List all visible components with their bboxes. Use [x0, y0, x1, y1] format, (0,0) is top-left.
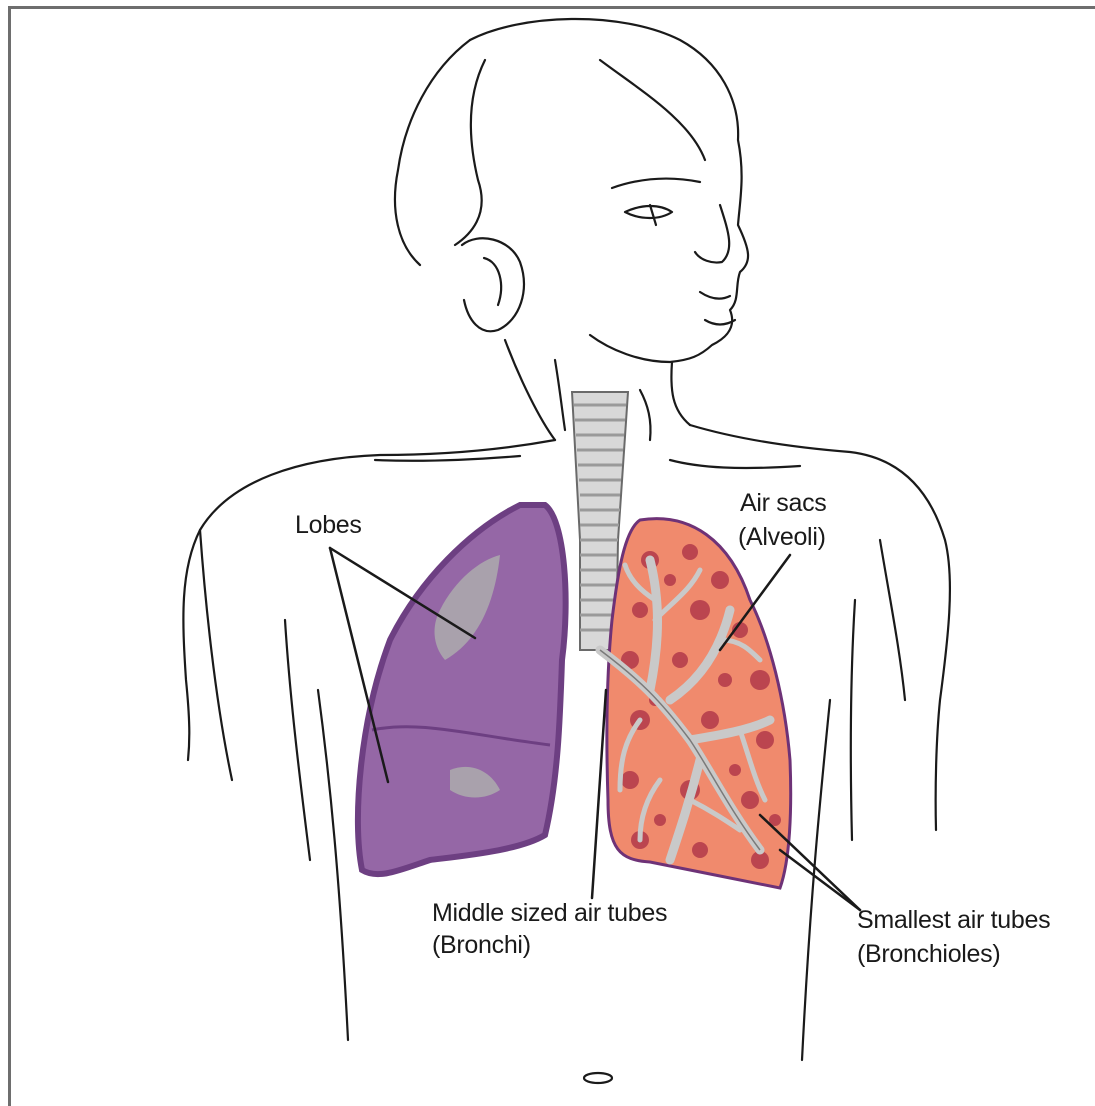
arm-left-outer	[200, 530, 232, 780]
ear-inner	[484, 258, 501, 305]
label-bronchi: (Bronchi)	[432, 930, 531, 960]
leader-bronchioles-2	[780, 850, 860, 910]
hair-inner	[455, 60, 485, 245]
label-middle-tubes: Middle sized air tubes	[432, 898, 667, 928]
leader-bronchi	[592, 690, 606, 898]
mouth	[700, 292, 730, 299]
neck-left	[505, 340, 555, 440]
label-alveoli: (Alveoli)	[738, 522, 826, 552]
eyebrow	[612, 179, 700, 188]
label-smallest-tubes: Smallest air tubes	[857, 905, 1050, 935]
ear-outline	[462, 238, 524, 331]
hair-line	[395, 40, 470, 265]
left-lung-purple	[358, 505, 566, 874]
label-bronchioles: (Bronchioles)	[857, 939, 1000, 969]
label-air-sacs: Air sacs	[740, 488, 827, 518]
clavicle-right	[670, 460, 800, 468]
navel	[584, 1073, 612, 1083]
eye	[625, 206, 672, 218]
head-outline	[470, 19, 748, 362]
chin	[705, 320, 735, 325]
arm-right-line	[880, 540, 905, 700]
right-lung-orange	[600, 519, 791, 888]
nose	[695, 205, 729, 263]
neck-right	[671, 362, 690, 425]
neck-muscle	[555, 360, 565, 430]
label-lobes: Lobes	[295, 510, 362, 540]
eye-lash	[650, 205, 656, 225]
arm-left-inner	[285, 620, 310, 860]
neck-muscle-2	[640, 390, 651, 440]
clavicle-left	[375, 456, 520, 461]
torso-left	[318, 690, 348, 1040]
torso-right	[802, 700, 830, 1060]
forehead-line	[600, 60, 705, 160]
arm-right-inner	[851, 600, 855, 840]
